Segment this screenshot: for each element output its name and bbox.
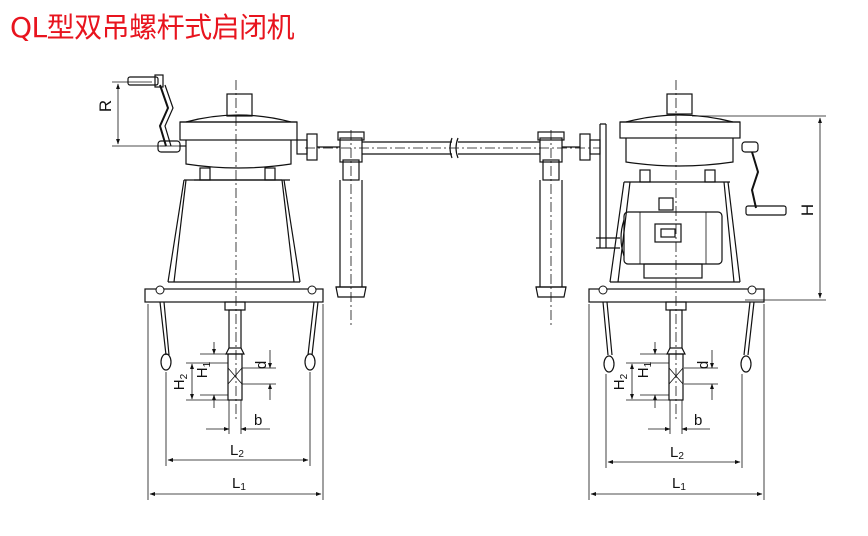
label-left-l2: L2 [230,442,244,460]
left-gearbox [185,140,292,169]
label-left-h1: H1 [194,361,213,378]
right-anchor-bolt-a [602,301,615,373]
right-base-plate [588,288,765,303]
left-gearbox-flange [179,121,298,141]
right-cover [625,114,734,123]
right-hoist [562,80,787,420]
right-anchor-bolt-b [740,301,755,373]
label-left-b: b [254,412,262,429]
label-right-l1: L1 [672,475,686,493]
label-right-h2: H2 [611,373,630,390]
left-anchor-bolt-b [304,301,319,371]
left-anchor-bolt-a [159,301,172,371]
right-top-boss [666,93,693,115]
left-coupling-flange [306,133,318,161]
left-crank-handle [127,74,181,153]
right-crank-handle [741,141,787,216]
left-cover [185,114,292,123]
page-title: QL型双吊螺杆式启闭机 [10,11,295,44]
left-base-plate [144,288,324,303]
dimension-labels: R H H1 H2 d b L2 L1 H1 H2 d b L2 L1 [96,100,817,493]
label-right-b: b [694,412,702,429]
label-right-d: d [695,361,712,369]
belt-guard [599,123,607,248]
dimension-lines [112,81,826,500]
label-right-h1: H1 [635,361,654,378]
right-gearbox [625,138,734,167]
label-left-l1: L1 [232,475,246,493]
left-hoist [127,74,340,420]
right-gearbox-flange [619,121,741,139]
label-left-h2: H2 [171,373,190,390]
electric-motor [620,197,723,279]
left-top-boss [226,93,253,117]
label-left-d: d [253,361,270,369]
right-shaft-support [535,130,567,325]
label-r: R [96,100,115,112]
label-h: H [798,204,817,216]
label-right-l2: L2 [670,444,684,462]
right-column [609,181,631,283]
left-screw-stem [224,301,246,401]
left-shaft-support [335,130,367,325]
right-coupling-flange [579,133,591,161]
connecting-shaft [305,137,600,163]
